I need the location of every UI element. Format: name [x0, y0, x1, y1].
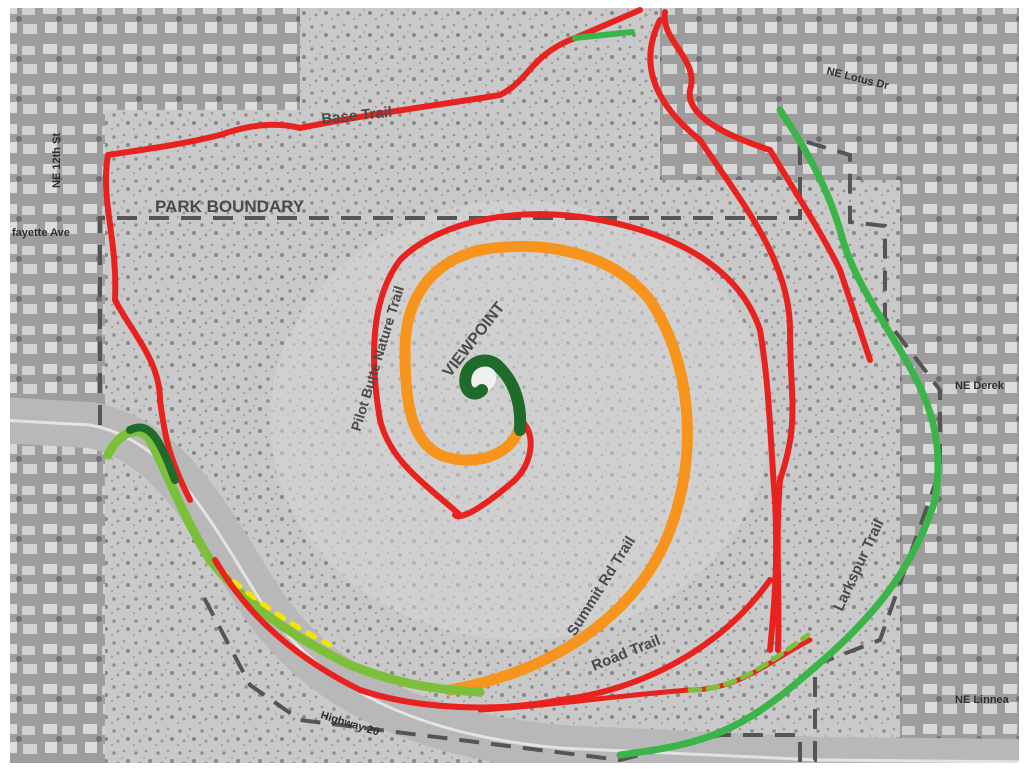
- east-trail-line-a[interactable]: [661, 9, 873, 363]
- ne-derek-label: NE Derek: [955, 380, 1005, 392]
- base-trail-line[interactable]: [102, 7, 643, 503]
- north-neighborhood: [660, 0, 1027, 180]
- ne-12th-st-label: NE 12th St: [51, 133, 63, 188]
- frame-right: [1019, 0, 1027, 769]
- summit-crater: [468, 364, 496, 392]
- summit-rd-trail-red-inner: [452, 417, 534, 520]
- ne-linnea-label: NE Linnea: [955, 694, 1010, 706]
- frame-bottom: [0, 763, 1027, 769]
- park-boundary-label: PARK BOUNDARY: [155, 197, 305, 216]
- frame-top: [0, 0, 1027, 8]
- south-connector-line[interactable]: [477, 637, 813, 713]
- road-trail-line[interactable]: [212, 557, 773, 711]
- viewpoint-trail-line[interactable]: [459, 354, 527, 436]
- larkspur-trail-line[interactable]: [616, 106, 942, 759]
- base-trail-green-segment: [572, 29, 635, 41]
- south-connector-green: [687, 632, 811, 693]
- nature-trail-loop[interactable]: [371, 211, 780, 653]
- frame-left: [0, 0, 10, 769]
- west-neighborhood: [0, 0, 105, 769]
- northwest-buildings: [0, 0, 300, 110]
- lafayette-ave-label: fayette Ave: [12, 227, 70, 239]
- highway-trail-dark-segment: [126, 423, 179, 484]
- summit-rd-trail-line[interactable]: [399, 241, 693, 696]
- highway-trail-yellow-segment: [217, 567, 333, 648]
